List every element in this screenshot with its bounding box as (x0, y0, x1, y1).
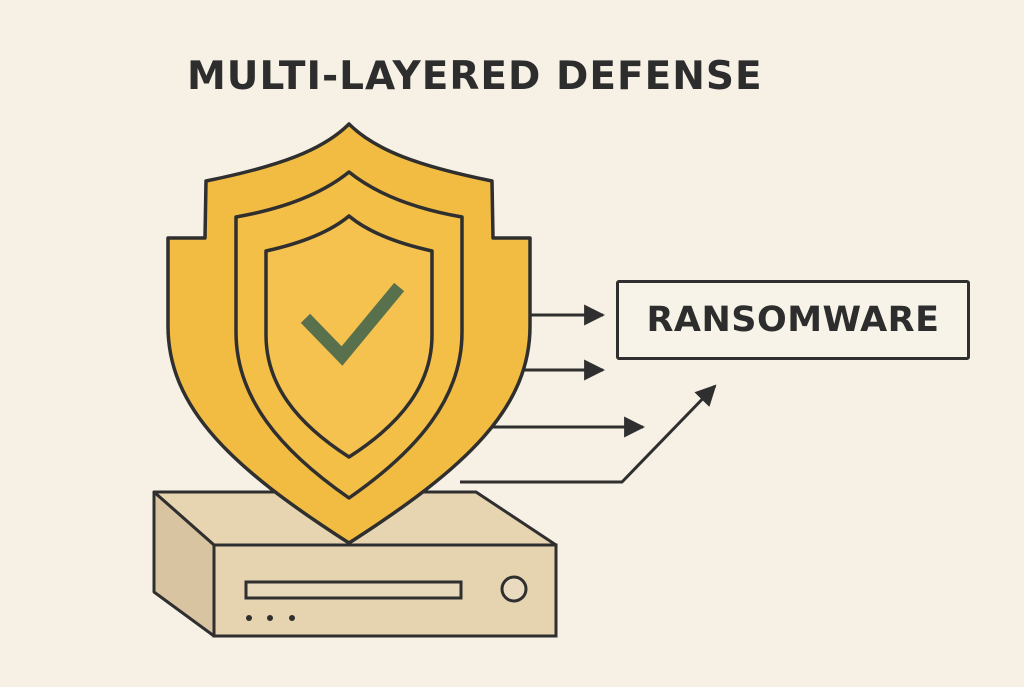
attack-arrow-4 (460, 384, 717, 484)
status-light (289, 615, 295, 621)
attack-arrows (460, 304, 717, 484)
status-light (267, 615, 273, 621)
diagram-title: MULTI-LAYERED DEFENSE (187, 54, 763, 99)
checkmark-icon (300, 282, 405, 366)
drive-slot (244, 580, 463, 600)
power-button (500, 575, 528, 603)
ransomware-threat-box: RANSOMWARE (616, 280, 970, 360)
ransomware-label: RANSOMWARE (646, 300, 940, 340)
shield-icon (166, 122, 532, 545)
status-light (246, 615, 252, 621)
server-icon (152, 490, 558, 638)
inner-shield-layer (264, 214, 434, 459)
